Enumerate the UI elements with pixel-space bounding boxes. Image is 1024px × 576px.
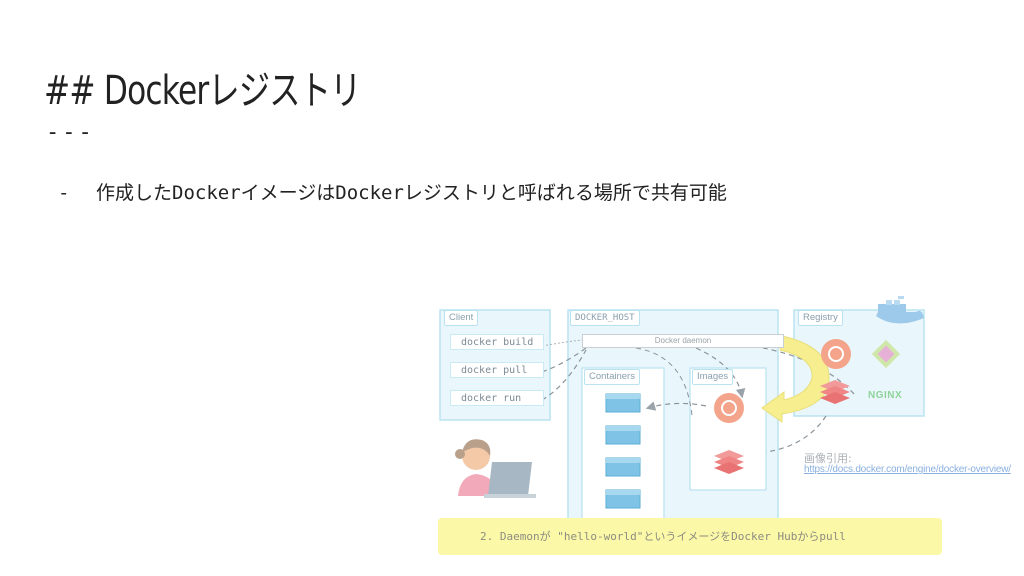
nginx-logo-text: NGINX <box>868 390 903 401</box>
container-icon-2 <box>605 425 641 445</box>
step-highlight-bar <box>438 518 942 555</box>
command-docker-run: docker run <box>450 390 544 406</box>
client-label: Client <box>444 310 479 326</box>
docker-daemon-bar: Docker daemon <box>582 334 784 348</box>
flow-registry-to-image <box>765 415 827 453</box>
docker-host-label: DOCKER_HOST <box>570 310 640 326</box>
registry-centos-icon <box>871 339 901 369</box>
person-with-laptop-icon <box>455 439 536 498</box>
bullet-item: - 作成したDockerイメージはDockerレジストリと呼ばれる場所で共有可能 <box>58 178 727 205</box>
diagram-graphics <box>439 296 925 551</box>
flow-pull <box>541 347 587 373</box>
flow-run <box>541 349 587 401</box>
bullet-text: 作成したDockerイメージはDockerレジストリと呼ばれる場所で共有可能 <box>96 182 727 204</box>
bullet-marker: - <box>58 182 70 204</box>
containers-label: Containers <box>584 369 640 385</box>
flow-build <box>541 339 583 347</box>
image-credit-link[interactable]: https://docs.docker.com/engine/docker-ov… <box>804 464 1011 475</box>
command-docker-pull: docker pull <box>450 362 544 378</box>
container-icon-3 <box>605 457 641 477</box>
container-icon-4 <box>605 489 641 509</box>
registry-label: Registry <box>798 310 843 326</box>
ubuntu-image-icon <box>714 393 744 423</box>
redis-image-icon <box>714 450 744 474</box>
flow-host-loop <box>635 347 693 417</box>
container-icon-1 <box>605 393 641 413</box>
images-label: Images <box>692 369 734 385</box>
docker-architecture-diagram: Client docker build docker pull docker r… <box>436 296 1024 558</box>
slide-title: ## Dockerレジストリ <box>44 68 361 114</box>
step-description: 2. Daemonが "hello-world"というイメージをDocker H… <box>480 530 846 543</box>
image-credit-label: 画像引用: <box>804 452 852 465</box>
registry-redis-icon <box>820 380 850 404</box>
registry-ubuntu-icon <box>821 339 851 369</box>
flow-image-to-container <box>645 401 707 411</box>
horizontal-rule-marker: --- <box>46 120 95 145</box>
docker-whale-icon <box>876 296 924 324</box>
command-docker-build: docker build <box>450 334 544 350</box>
